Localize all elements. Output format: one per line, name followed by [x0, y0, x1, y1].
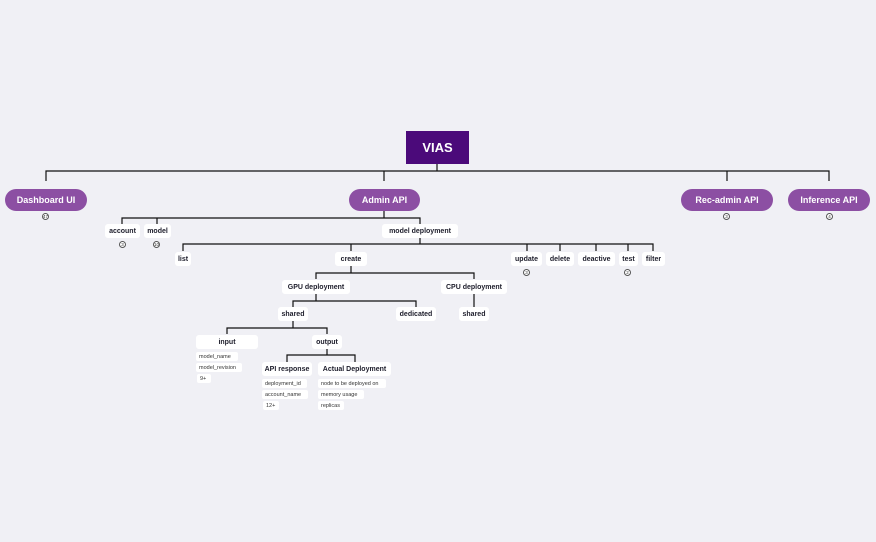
api-response-item-deployment-id[interactable]: deployment_id	[262, 379, 307, 388]
category-inference-api[interactable]: Inference API	[788, 189, 870, 211]
connector-output	[286, 349, 356, 362]
input-more-badge[interactable]: 9+	[197, 374, 211, 383]
api-response-more-badge[interactable]: 12+	[263, 401, 279, 410]
node-update[interactable]: update	[511, 252, 542, 266]
model-count-badge[interactable]: 10	[153, 241, 160, 248]
node-input[interactable]: input	[196, 335, 258, 349]
input-item-model-revision[interactable]: model_revision	[196, 363, 242, 372]
root-node[interactable]: VIAS	[406, 131, 469, 164]
node-model-deployment[interactable]: model deployment	[382, 224, 458, 238]
node-output[interactable]: output	[312, 335, 342, 349]
category-dashboard-ui[interactable]: Dashboard UI	[5, 189, 87, 211]
connector-root	[45, 164, 830, 181]
node-gpu-deployment[interactable]: GPU deployment	[282, 280, 350, 294]
node-create[interactable]: create	[335, 252, 367, 266]
input-item-model-name[interactable]: model_name	[196, 352, 238, 361]
rec-admin-api-count-badge[interactable]: 3	[723, 213, 730, 220]
node-actual-deployment[interactable]: Actual Deployment	[318, 362, 391, 376]
actual-deployment-item-memory-usage[interactable]: memory usage	[318, 390, 364, 399]
connector-create	[315, 266, 475, 279]
node-gpu-dedicated[interactable]: dedicated	[396, 307, 436, 321]
connector-model-deployment	[182, 238, 654, 251]
node-gpu-shared[interactable]: shared	[278, 307, 308, 321]
category-rec-admin-api[interactable]: Rec-admin API	[681, 189, 773, 211]
node-filter[interactable]: filter	[642, 252, 665, 266]
node-api-response[interactable]: API response	[262, 362, 312, 376]
inference-api-count-badge[interactable]: 4	[826, 213, 833, 220]
node-delete[interactable]: delete	[546, 252, 574, 266]
category-admin-api[interactable]: Admin API	[349, 189, 420, 211]
actual-deployment-item-replicas[interactable]: replicas	[318, 401, 344, 410]
node-list[interactable]: list	[175, 252, 191, 266]
dashboard-ui-count-badge[interactable]: 47	[42, 213, 49, 220]
node-model[interactable]: model	[144, 224, 171, 238]
node-cpu-deployment[interactable]: CPU deployment	[441, 280, 507, 294]
account-count-badge[interactable]: 3	[119, 241, 126, 248]
node-test[interactable]: test	[619, 252, 638, 266]
connector-gpu	[292, 294, 417, 307]
node-cpu-shared[interactable]: shared	[459, 307, 489, 321]
update-count-badge[interactable]: 3	[523, 269, 530, 276]
node-deactive[interactable]: deactive	[578, 252, 615, 266]
node-account[interactable]: account	[105, 224, 140, 238]
actual-deployment-item-node[interactable]: node to be deployed on	[318, 379, 386, 388]
connector-gpu-shared	[226, 321, 328, 334]
test-count-badge[interactable]: 2	[624, 269, 631, 276]
api-response-item-account-name[interactable]: account_name	[262, 390, 308, 399]
